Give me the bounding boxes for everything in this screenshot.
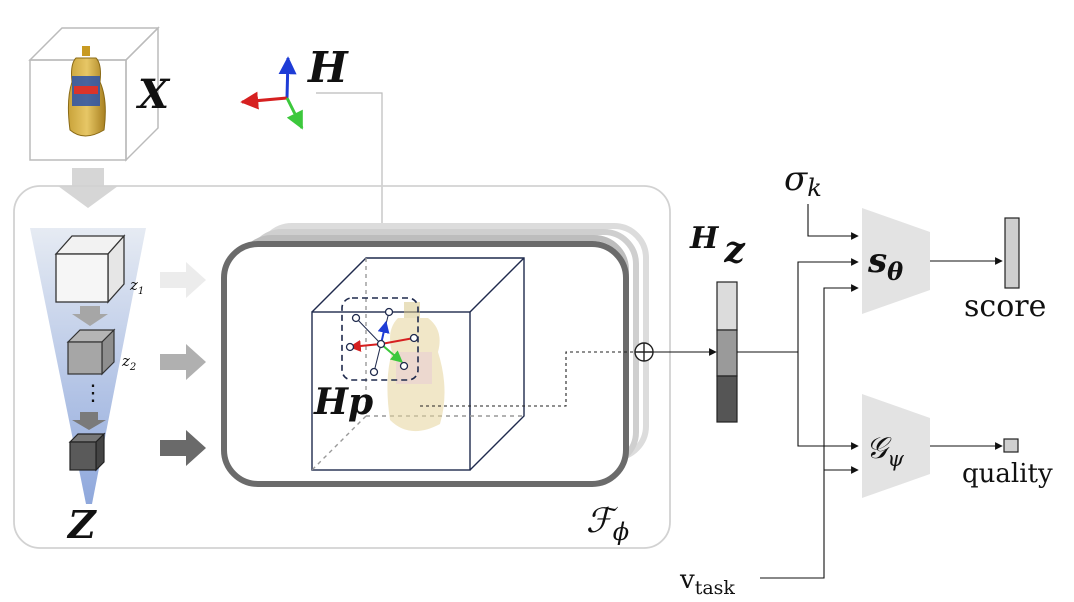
vector-to-heads-lines xyxy=(737,258,859,450)
quality-head-trapezoid xyxy=(862,394,930,498)
label-z1: z1 xyxy=(129,276,144,297)
local-frame-graph xyxy=(345,307,419,377)
label-z-big: Z xyxy=(66,502,97,547)
label-hp: Hp xyxy=(313,381,373,423)
vtask-lines xyxy=(760,284,859,579)
sigma-to-score-line xyxy=(807,204,859,240)
arrow-scale1 xyxy=(160,262,206,298)
cube-z1 xyxy=(54,234,126,304)
label-h: H xyxy=(307,43,349,92)
arrow-scale2 xyxy=(160,344,206,380)
label-x: X xyxy=(135,71,171,118)
score-head-trapezoid xyxy=(862,208,930,314)
label-sigma-k: σk xyxy=(784,159,822,202)
dashed-feature-path xyxy=(420,351,636,407)
encoder-outer-region xyxy=(13,185,671,549)
quality-output-box xyxy=(1003,438,1019,453)
label-s-theta: sθ xyxy=(867,241,903,286)
aggregation-plus xyxy=(634,342,654,362)
label-v-task: vtask xyxy=(679,565,735,599)
cube-z2 xyxy=(66,328,116,376)
connector-h-to-box xyxy=(316,92,383,226)
label-f-phi: ℱϕ xyxy=(586,501,629,546)
label-z2: z2 xyxy=(121,352,136,373)
cube-z3 xyxy=(68,432,106,472)
arrow-z1-z2 xyxy=(72,306,108,326)
feature-vector xyxy=(716,281,738,423)
coordinate-frame-icon xyxy=(240,56,304,130)
label-quality: quality xyxy=(962,459,1053,489)
mustard-bottle-image xyxy=(67,46,106,137)
input-cube-x xyxy=(28,26,160,162)
vertical-dots: ⋮ xyxy=(82,381,104,406)
arrow-x-to-encoder xyxy=(58,168,118,208)
arrow-dots-z3 xyxy=(72,412,106,430)
score-output-bar xyxy=(1004,217,1020,289)
arrow-scale3 xyxy=(160,430,206,466)
label-score: score xyxy=(964,289,1046,324)
